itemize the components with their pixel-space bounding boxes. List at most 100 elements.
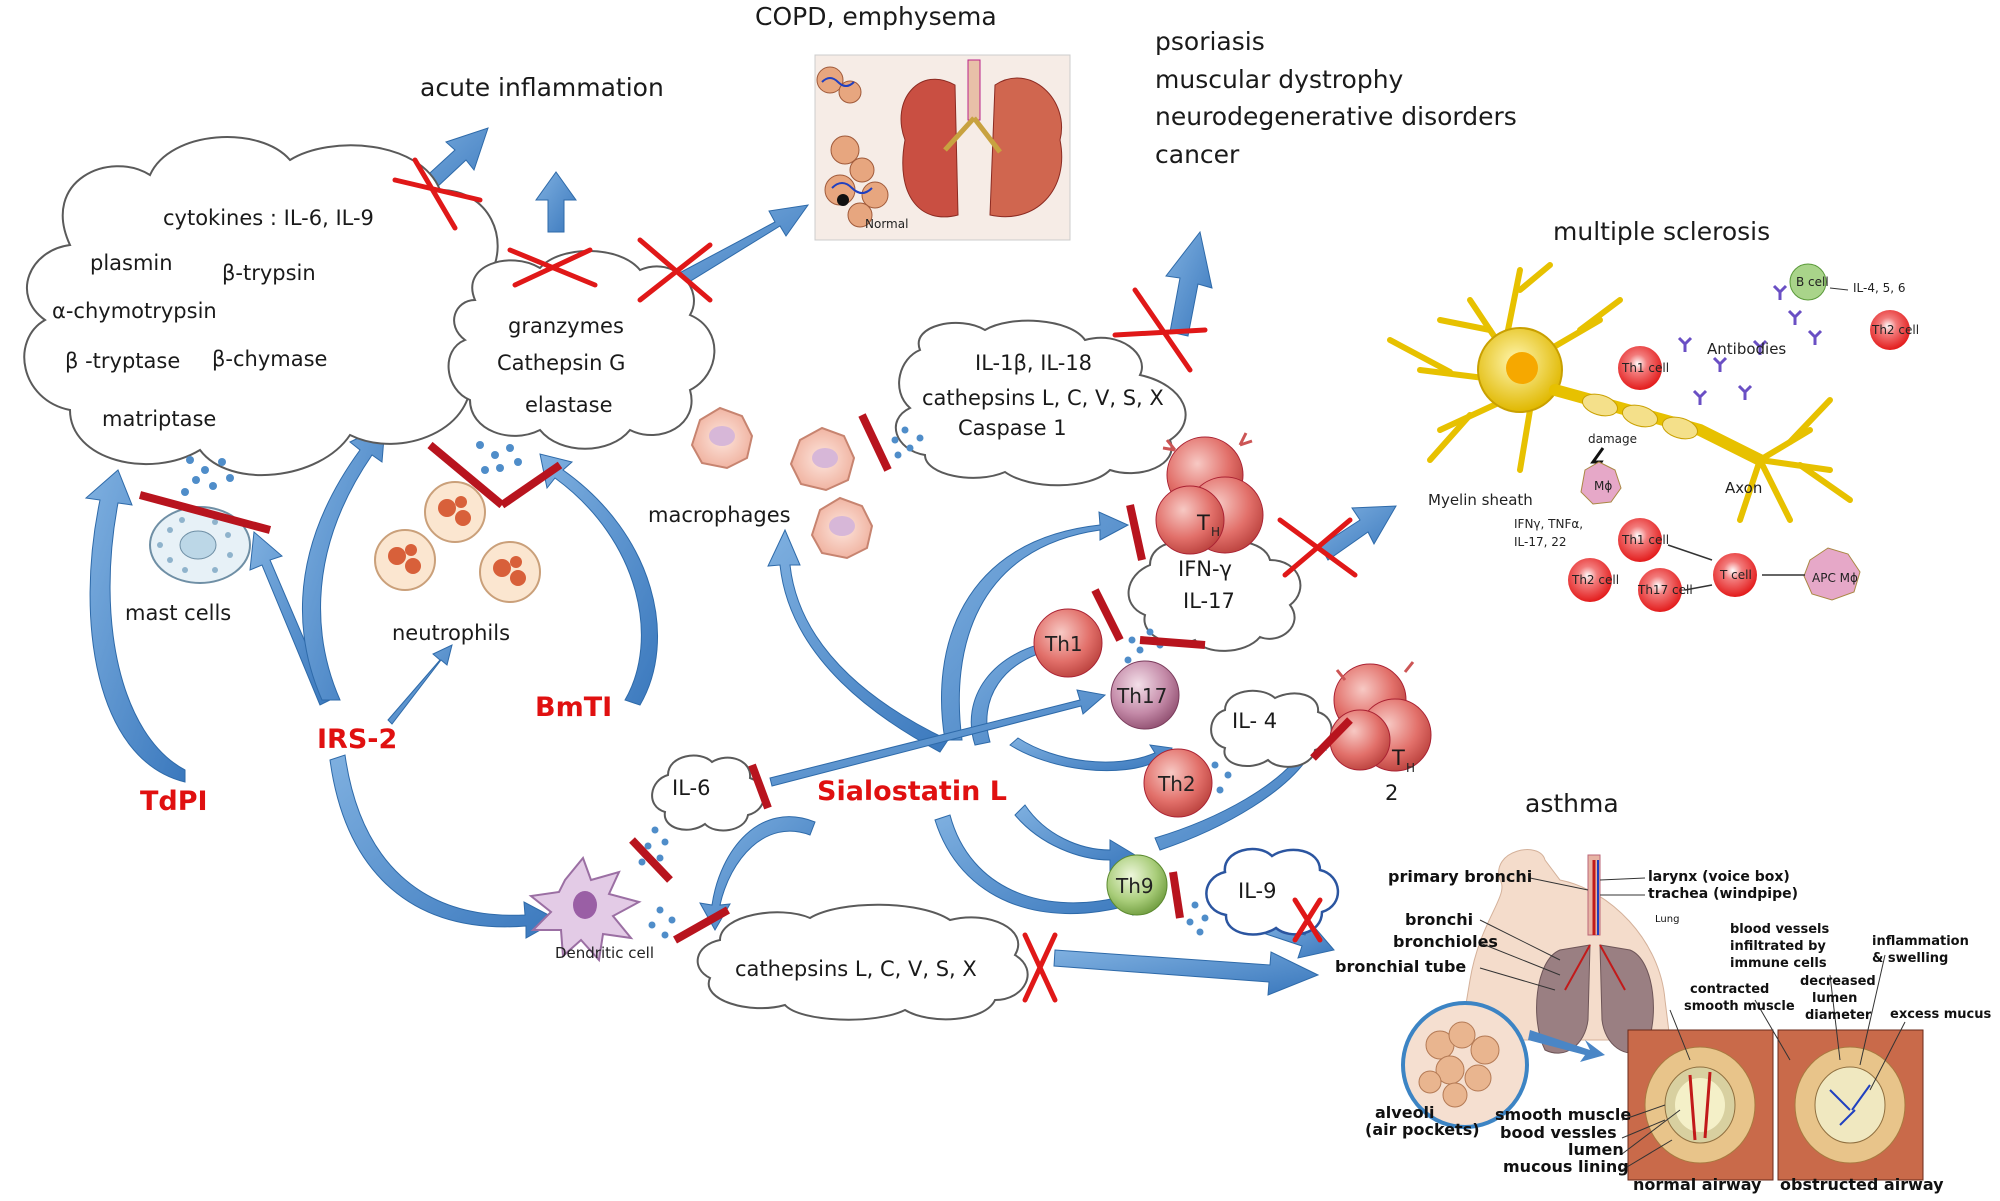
ms-myelin-sheath: Myelin sheath — [1428, 491, 1533, 509]
cloud-neutrophil-proteases — [447, 250, 716, 450]
macrophage-graphics — [690, 406, 874, 560]
asthma-normal-airway: normal airway — [1633, 1175, 1762, 1194]
cloud-mast-texts: cytokines : IL-6, IL-9 plasmin β-trypsin… — [52, 206, 374, 431]
ms-mo: Mϕ — [1594, 479, 1612, 493]
clouds — [23, 136, 1340, 1021]
macro-cloud-il1b: IL-1β, IL-18 — [975, 351, 1092, 375]
ms-axon: Axon — [1725, 479, 1762, 497]
asthma-bronchial-tube: bronchial tube — [1335, 957, 1466, 976]
asthma-inflammation-2: & swelling — [1872, 951, 1948, 966]
ms-apc: APC Mϕ — [1812, 571, 1858, 585]
macro-cloud-caspase: Caspase 1 — [958, 416, 1067, 440]
cloud-macrophage-products — [894, 319, 1187, 487]
asthma-smooth-muscle: smooth muscle — [1495, 1105, 1631, 1124]
th9-cell — [1106, 854, 1168, 916]
th-bottom-sub: H — [1406, 761, 1415, 775]
label-macrophages: macrophages — [648, 503, 791, 527]
inhibitor-sialostatin-l: Sialostatin L — [817, 776, 1007, 807]
mast-cloud-b-chymase: β-chymase — [212, 347, 327, 371]
asthma-lumen: lumen — [1568, 1140, 1624, 1159]
ms-th2-a: Th2 cell — [1871, 323, 1919, 337]
mast-cell-graphic — [149, 506, 251, 584]
mast-cloud-matriptase: matriptase — [102, 407, 216, 431]
th-top-cell — [1155, 432, 1264, 555]
copd-normal-label: Normal — [865, 217, 908, 231]
arrow-tdpi-to-mast — [84, 469, 186, 783]
neut-cloud-granzymes: granzymes — [508, 314, 624, 338]
ms-antibodies: Antibodies — [1707, 340, 1786, 358]
asthma-illustration: primary bronchi larynx (voice box) trach… — [1335, 849, 1991, 1194]
th1-label: Th1 — [1044, 632, 1083, 656]
arrow-sial-to-th — [941, 511, 1130, 741]
inhibition-crosses — [392, 157, 1358, 1003]
asthma-primary-bronchi: primary bronchi — [1388, 867, 1532, 886]
th2-label: Th2 — [1157, 772, 1196, 796]
cloud-il6 — [651, 754, 765, 832]
ms-tcell: T cell — [1719, 568, 1752, 582]
arrow-sial-to-macrophages — [767, 528, 949, 753]
il4-cloud-text: IL- 4 — [1232, 709, 1277, 733]
neut-cloud-cathepsin-g: Cathepsin G — [497, 351, 625, 375]
asthma-alveoli-2: (air pockets) — [1365, 1120, 1480, 1139]
arrow-to-ms — [1319, 505, 1397, 561]
arrow-to-diseases — [1165, 230, 1213, 337]
ms-il17: IL-17, 22 — [1514, 535, 1567, 549]
asthma-bronchioles: bronchioles — [1393, 932, 1498, 951]
ifn-cloud-ifn: IFN-γ — [1178, 557, 1232, 581]
mast-cloud-cytokines: cytokines : IL-6, IL-9 — [163, 206, 374, 230]
ms-il456: IL-4, 5, 6 — [1853, 281, 1906, 295]
outcome-cancer: cancer — [1155, 140, 1240, 169]
outcome-psoriasis: psoriasis — [1155, 27, 1265, 56]
label-mast-cells: mast cells — [125, 601, 231, 625]
mast-cloud-b-trypsin: β-trypsin — [222, 261, 316, 285]
outcome-asthma: asthma — [1525, 789, 1619, 818]
asthma-decreased-3: diameter — [1805, 1008, 1872, 1023]
ms-ifn: IFNγ, TNFα, — [1514, 517, 1583, 531]
arrow-neut-to-acute — [535, 171, 577, 233]
arrow-sial-to-th9 — [1014, 804, 1136, 873]
th-top-sub: H — [1211, 525, 1220, 539]
asthma-decreased-1: decreased — [1800, 974, 1876, 989]
asthma-excess-mucus: excess mucus — [1890, 1007, 1991, 1022]
cloud-neut-texts: granzymes Cathepsin G elastase — [497, 314, 625, 417]
mast-cloud-a-chymotrypsin: α-chymotrypsin — [52, 299, 217, 323]
th-bottom-cell — [1329, 661, 1432, 772]
arrow-th17-to-th2 — [1009, 737, 1173, 772]
th-top-label: T — [1196, 511, 1210, 535]
arrow-irs2-to-dendritic — [329, 754, 560, 939]
arrow-irs2-to-neutrophils — [387, 644, 453, 725]
th17-label: Th17 — [1116, 684, 1167, 708]
asthma-bronchi: bronchi — [1405, 910, 1473, 929]
arrow-dc-to-asthma — [1053, 949, 1320, 996]
asthma-bv-2: infiltrated by — [1730, 939, 1826, 954]
arrow-sial-to-th17 — [769, 689, 1107, 787]
il6-cloud-text: IL-6 — [672, 776, 710, 800]
asthma-mucous-lining: mucous lining — [1503, 1157, 1629, 1176]
ms-th1-b: Th1 cell — [1621, 533, 1669, 547]
neutrophil-graphics — [374, 481, 541, 603]
asthma-alveoli-1: alveoli — [1375, 1103, 1435, 1122]
inhibitor-tdpi: TdPI — [140, 786, 208, 817]
inhibitor-irs2: IRS-2 — [317, 724, 397, 755]
ifn-cloud-il17: IL-17 — [1183, 589, 1235, 613]
th1-cell — [1033, 608, 1103, 678]
ms-illustration: B cell IL-4, 5, 6 Th2 cell Th1 cell Anti… — [1387, 262, 1919, 612]
copd-lung-illustration: Normal — [814, 54, 1071, 241]
asthma-larynx: larynx (voice box) — [1648, 869, 1790, 885]
asthma-bv-1: blood vessels — [1730, 922, 1829, 937]
arrow-bmti-to-neut — [539, 453, 658, 706]
inhibitor-bmti: BmTI — [535, 692, 612, 723]
mast-cloud-plasmin: plasmin — [90, 251, 173, 275]
arrow-to-copd — [669, 204, 810, 291]
asthma-bv-3: immune cells — [1730, 956, 1827, 971]
macro-cloud-cathepsins: cathepsins L, C, V, S, X — [922, 386, 1164, 410]
ms-th2-b: Th2 cell — [1571, 573, 1619, 587]
dc-cloud-text: cathepsins L, C, V, S, X — [735, 957, 977, 981]
asthma-blood-vessels: bood vessles — [1500, 1123, 1617, 1142]
outcome-muscular-dystrophy: muscular dystrophy — [1155, 65, 1404, 94]
outcome-multiple-sclerosis: multiple sclerosis — [1553, 217, 1770, 246]
outcome-neurodegenerative: neurodegenerative disorders — [1155, 102, 1517, 131]
asthma-inflammation-1: inflammation — [1872, 934, 1969, 949]
